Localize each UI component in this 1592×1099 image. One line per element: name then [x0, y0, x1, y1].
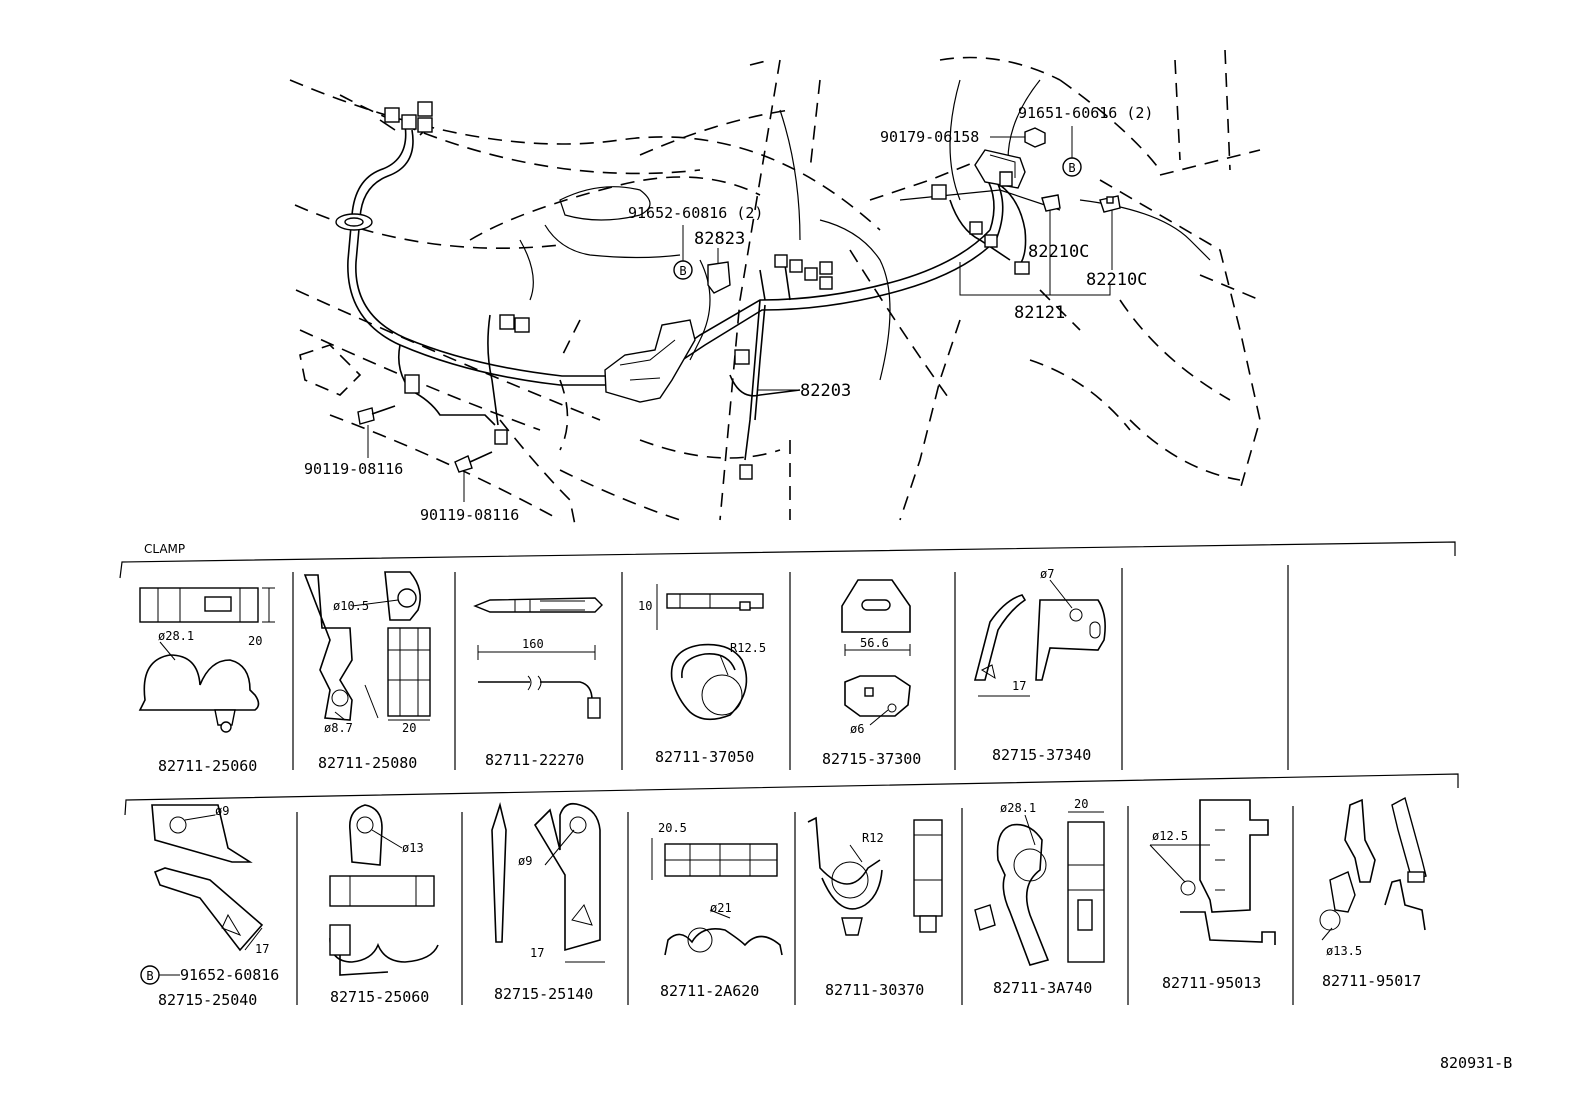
dim: 56.6: [860, 636, 889, 650]
clamp-part-number: 82711-25080: [318, 754, 417, 772]
dim: ø10.5: [333, 599, 369, 613]
dim: ø21: [710, 901, 732, 915]
dim: R12: [862, 831, 884, 845]
clamp-part-number: 82711-22270: [485, 751, 584, 769]
clamp-82715-37340: ø7 17 82715-37340: [973, 567, 1106, 764]
b-marker-top-left: B: [673, 260, 693, 280]
dim: ø13: [402, 841, 424, 855]
callout-82210c-a: 82210C: [1028, 242, 1089, 262]
clamp-part-number: 82711-3A740: [993, 979, 1092, 997]
clamp-part-number: 82711-30370: [825, 981, 924, 999]
clamp-part-number: 82715-25060: [330, 988, 429, 1006]
dim: ø28.1: [158, 629, 194, 643]
vehicle-body-outline: [289, 49, 1261, 526]
dim: ø8.7: [324, 721, 353, 735]
clamp-82711-2A620: 20.5 ø21 82711-2A620: [651, 821, 783, 1000]
callout-82823: 82823: [694, 229, 745, 249]
wiring-harness: [335, 101, 1121, 480]
clamp-part-number: 82711-95017: [1322, 972, 1421, 990]
callout-90119-08116-b: 90119-08116: [420, 506, 519, 524]
dim: ø9: [518, 854, 532, 868]
clamp-82715-25140: ø9 17 82715-25140: [491, 802, 605, 1003]
b-marker-top-right: B: [1062, 157, 1082, 177]
callout-91652-60816-top: 91652-60816 (2): [628, 204, 763, 222]
clamp-part-number: 82715-37300: [822, 750, 921, 768]
dim: 17: [255, 942, 269, 956]
callout-90119-08116-a: 90119-08116: [304, 460, 403, 478]
dim: 17: [530, 946, 544, 960]
dim: ø9: [215, 804, 229, 818]
clamp-part-number: 82711-25060: [158, 757, 257, 775]
clamp-82715-37300: 56.6 ø6 82715-37300: [822, 579, 921, 768]
clamp-part-number: 82715-37340: [992, 746, 1091, 764]
clamp-82711-25060: 20 ø28.1 82711-25060: [138, 587, 275, 775]
clamp-82711-95017: ø13.5 82711-95017: [1319, 796, 1427, 990]
clamp-section-frame: CLAMP: [119, 541, 1459, 1005]
callout-82210c-b: 82210C: [1086, 270, 1147, 290]
clamp-part-number: 82711-37050: [655, 748, 754, 766]
clamp-part-number: 82711-2A620: [660, 982, 759, 1000]
dim: ø28.1: [1000, 801, 1036, 815]
clamp-82715-25040: ø9 17 B 91652-60816 82715-25040: [140, 804, 279, 1009]
clamp-82711-25080: ø10.5 ø8.7 20 82711-25080: [303, 571, 431, 772]
clamp-82711-22270: 160 82711-22270: [473, 597, 603, 769]
dim: ø12.5: [1152, 829, 1188, 843]
engine-contour: [519, 79, 1211, 381]
callout-82203: 82203: [800, 381, 851, 401]
dim: 20.5: [658, 821, 687, 835]
dim: R12.5: [730, 641, 766, 655]
drawing-number: 820931-B: [1440, 1054, 1512, 1072]
dim: 20: [402, 721, 416, 735]
dim: ø13.5: [1326, 944, 1362, 958]
clamp-section-label: CLAMP: [144, 542, 185, 556]
b-marker-label: B: [679, 264, 686, 278]
b-marker-label: B: [146, 969, 153, 983]
clamp-part-number: 82715-25140: [494, 985, 593, 1003]
dim: 17: [1012, 679, 1026, 693]
callouts: 91651-60616 (2) 90179-06158 91652-60816 …: [304, 104, 1153, 524]
clamp-part-number: 82711-95013: [1162, 974, 1261, 992]
dim: ø6: [850, 722, 864, 736]
dim: ø7: [1040, 567, 1054, 581]
clamp-82711-30370: R12 82711-30370: [807, 816, 943, 999]
clamp-82715-25060: ø13 82715-25060: [329, 804, 439, 1006]
clamp-82711-3A740: ø28.1 20 82711-3A740: [974, 797, 1105, 997]
clamp-part-number: 82715-25040: [158, 991, 257, 1009]
dim: 160: [522, 637, 544, 651]
dim: 10: [638, 599, 652, 613]
clamp-82711-37050: 10 R12.5 82711-37050: [638, 584, 766, 766]
clamp-note: 91652-60816: [180, 966, 279, 984]
clamp-82711-95013: ø12.5 82711-95013: [1149, 799, 1276, 992]
dim: 20: [248, 634, 262, 648]
callout-90179-06158: 90179-06158: [880, 128, 979, 146]
callout-91651-60616: 91651-60616 (2): [1018, 104, 1153, 122]
b-marker-label: B: [1068, 161, 1075, 175]
callout-82121: 82121: [1014, 303, 1065, 323]
dim: 20: [1074, 797, 1088, 811]
